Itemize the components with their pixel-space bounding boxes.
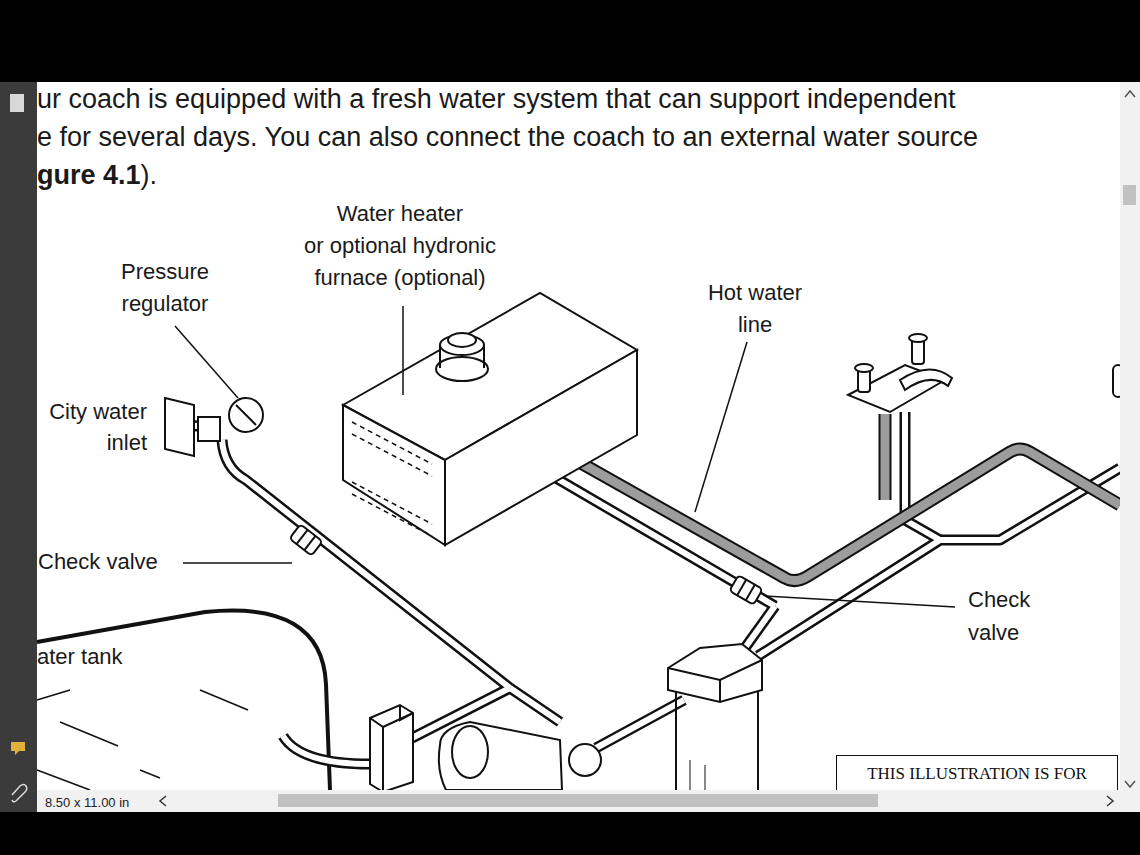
- water-tank: [37, 690, 70, 700]
- viewer-chrome: [1107, 796, 1113, 806]
- leader-line: [183, 562, 292, 564]
- water-heater: [352, 422, 432, 464]
- water-tank: [60, 722, 118, 746]
- check-valve: [289, 524, 322, 555]
- faucet: [848, 334, 1123, 412]
- viewer-chrome: [1123, 185, 1136, 205]
- callout-label: Check valve: [968, 583, 1030, 649]
- water-heater: [343, 293, 637, 545]
- viewer-chrome: [278, 794, 878, 807]
- pump-switch-filter: [452, 726, 488, 778]
- pump-switch-filter: [370, 705, 413, 792]
- viewer-chrome: [1120, 82, 1140, 790]
- pipes: [572, 414, 1120, 581]
- pump-switch-filter: [370, 644, 762, 792]
- faucet: [855, 364, 873, 372]
- body-text: e for several days. You can also connect…: [37, 121, 978, 153]
- viewer-chrome: [0, 82, 1140, 812]
- check-valve: [729, 575, 762, 605]
- pump-switch-filter: [439, 722, 562, 790]
- pipes: [180, 412, 1120, 764]
- pump-switch-filter: [668, 644, 762, 702]
- pump-switch-filter: [690, 760, 705, 790]
- pump-switch-filter: [668, 660, 762, 702]
- viewer-chrome: [160, 796, 166, 806]
- water-heater: [448, 333, 476, 347]
- faucet: [909, 334, 927, 342]
- note-box: THIS ILLUSTRATION IS FOR: [836, 755, 1118, 790]
- check-valve: [289, 524, 762, 605]
- callout-label: ater tank: [37, 644, 123, 670]
- body-text: ur coach is equipped with a fresh water …: [37, 83, 956, 115]
- water-tank: [200, 690, 248, 710]
- page-size: 8.50 x 11.00 in: [45, 795, 129, 811]
- city-water-inlet: [236, 405, 256, 425]
- leader-line: [402, 306, 404, 395]
- viewer-chrome: [1125, 781, 1135, 787]
- viewer-chrome: [11, 742, 25, 755]
- pipes: [180, 412, 1120, 764]
- pump-switch-filter: [370, 705, 413, 792]
- viewer-chrome: [37, 790, 1140, 812]
- callout-label: Pressure regulator: [121, 256, 209, 320]
- city-water-inlet: [198, 417, 220, 441]
- water-heater: [436, 357, 488, 381]
- body-text: gure 4.1: [37, 159, 141, 191]
- check-valve: [297, 530, 316, 550]
- viewer-chrome: [1125, 91, 1135, 97]
- check-valve: [737, 580, 755, 601]
- leader-line: [175, 326, 238, 398]
- pump-switch-filter: [569, 744, 601, 776]
- callout-label: Check valve: [38, 549, 158, 575]
- pipes: [572, 414, 1120, 581]
- water-tank: [37, 611, 330, 791]
- leader-line: [175, 306, 955, 607]
- water-tank: [140, 770, 160, 778]
- city-water-inlet: [165, 398, 263, 456]
- city-water-inlet: [165, 398, 194, 456]
- leader-line: [695, 342, 747, 512]
- water-heater: [343, 405, 445, 545]
- viewer-chrome: [12, 785, 27, 802]
- faucet: [900, 369, 952, 390]
- water-heater: [352, 494, 432, 536]
- viewer-chrome: [10, 94, 24, 112]
- water-tank: [37, 611, 330, 791]
- city-water-inlet: [229, 398, 263, 432]
- body-text: ).: [141, 159, 158, 191]
- callout-label: Water heater or optional hydronic furnac…: [304, 198, 496, 294]
- check-valve: [729, 575, 762, 605]
- leader-line: [765, 596, 955, 607]
- water-heater: [352, 482, 432, 524]
- check-valve: [289, 524, 322, 555]
- viewer-chrome: [0, 82, 37, 812]
- callout-label: Hot water line: [708, 277, 802, 341]
- water-heater: [352, 434, 432, 476]
- water-heater: [352, 422, 432, 536]
- pipes: [180, 412, 1120, 764]
- note-text: THIS ILLUSTRATION IS FOR: [837, 764, 1117, 784]
- water-tank: [37, 770, 90, 790]
- callout-label: City water inlet: [49, 396, 147, 458]
- window-frame: [37, 82, 1120, 790]
